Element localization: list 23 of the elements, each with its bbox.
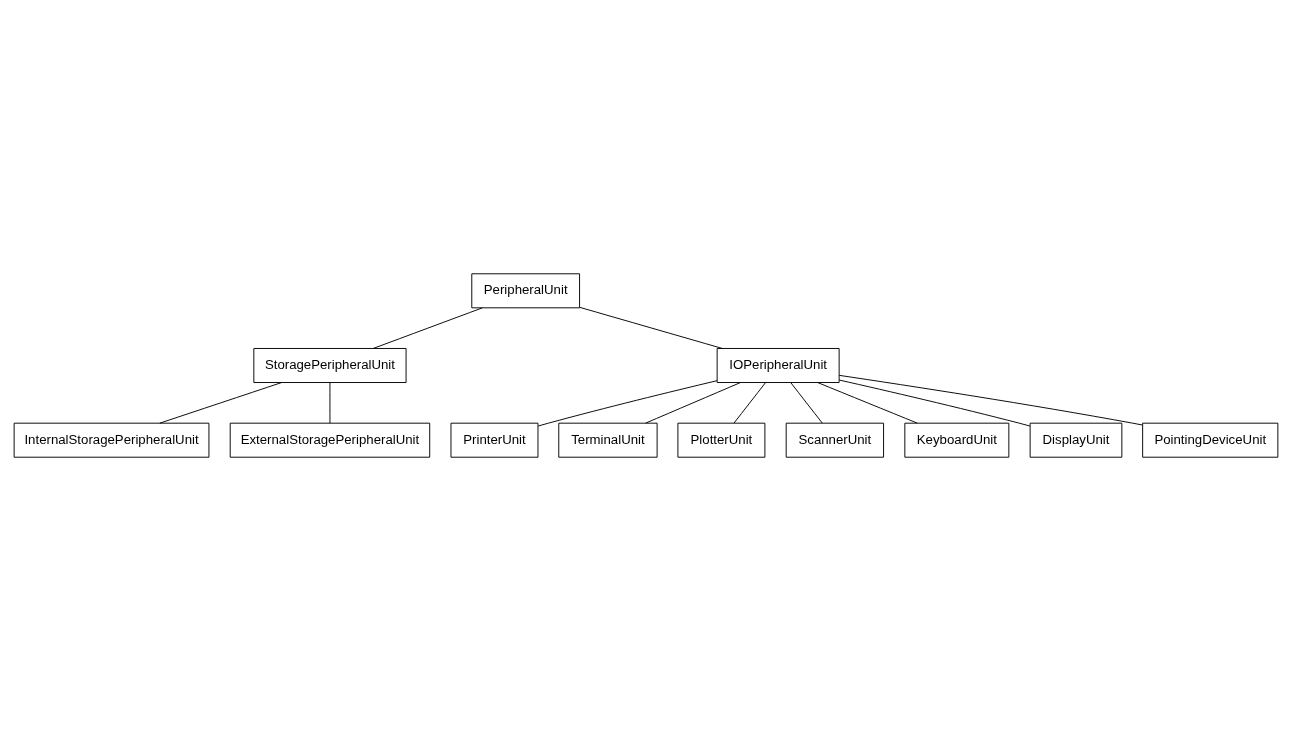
node-box: TerminalUnit [558,422,658,458]
node-box: PrinterUnit [450,422,539,458]
connector [579,306,723,349]
connector [790,382,823,424]
connector [645,382,741,424]
node-box: PointingDeviceUnit [1142,422,1279,458]
connector [838,374,1144,426]
connector [159,382,282,424]
connector [329,382,331,424]
connector [733,382,767,424]
node-box: DisplayUnit [1029,422,1123,458]
connector [537,380,718,427]
node-box: ScannerUnit [785,422,885,458]
node-box: StoragePeripheralUnit [253,348,407,383]
node-box: PeripheralUnit [471,273,581,309]
node-box: InternalStoragePeripheralUnit [13,422,210,458]
connector [372,307,483,349]
node-box: PlotterUnit [677,422,766,458]
connector [838,379,1031,427]
connector [817,382,918,424]
node-box: KeyboardUnit [904,422,1010,458]
node-box: ExternalStoragePeripheralUnit [229,422,431,458]
node-box: IOPeripheralUnit [716,348,840,383]
